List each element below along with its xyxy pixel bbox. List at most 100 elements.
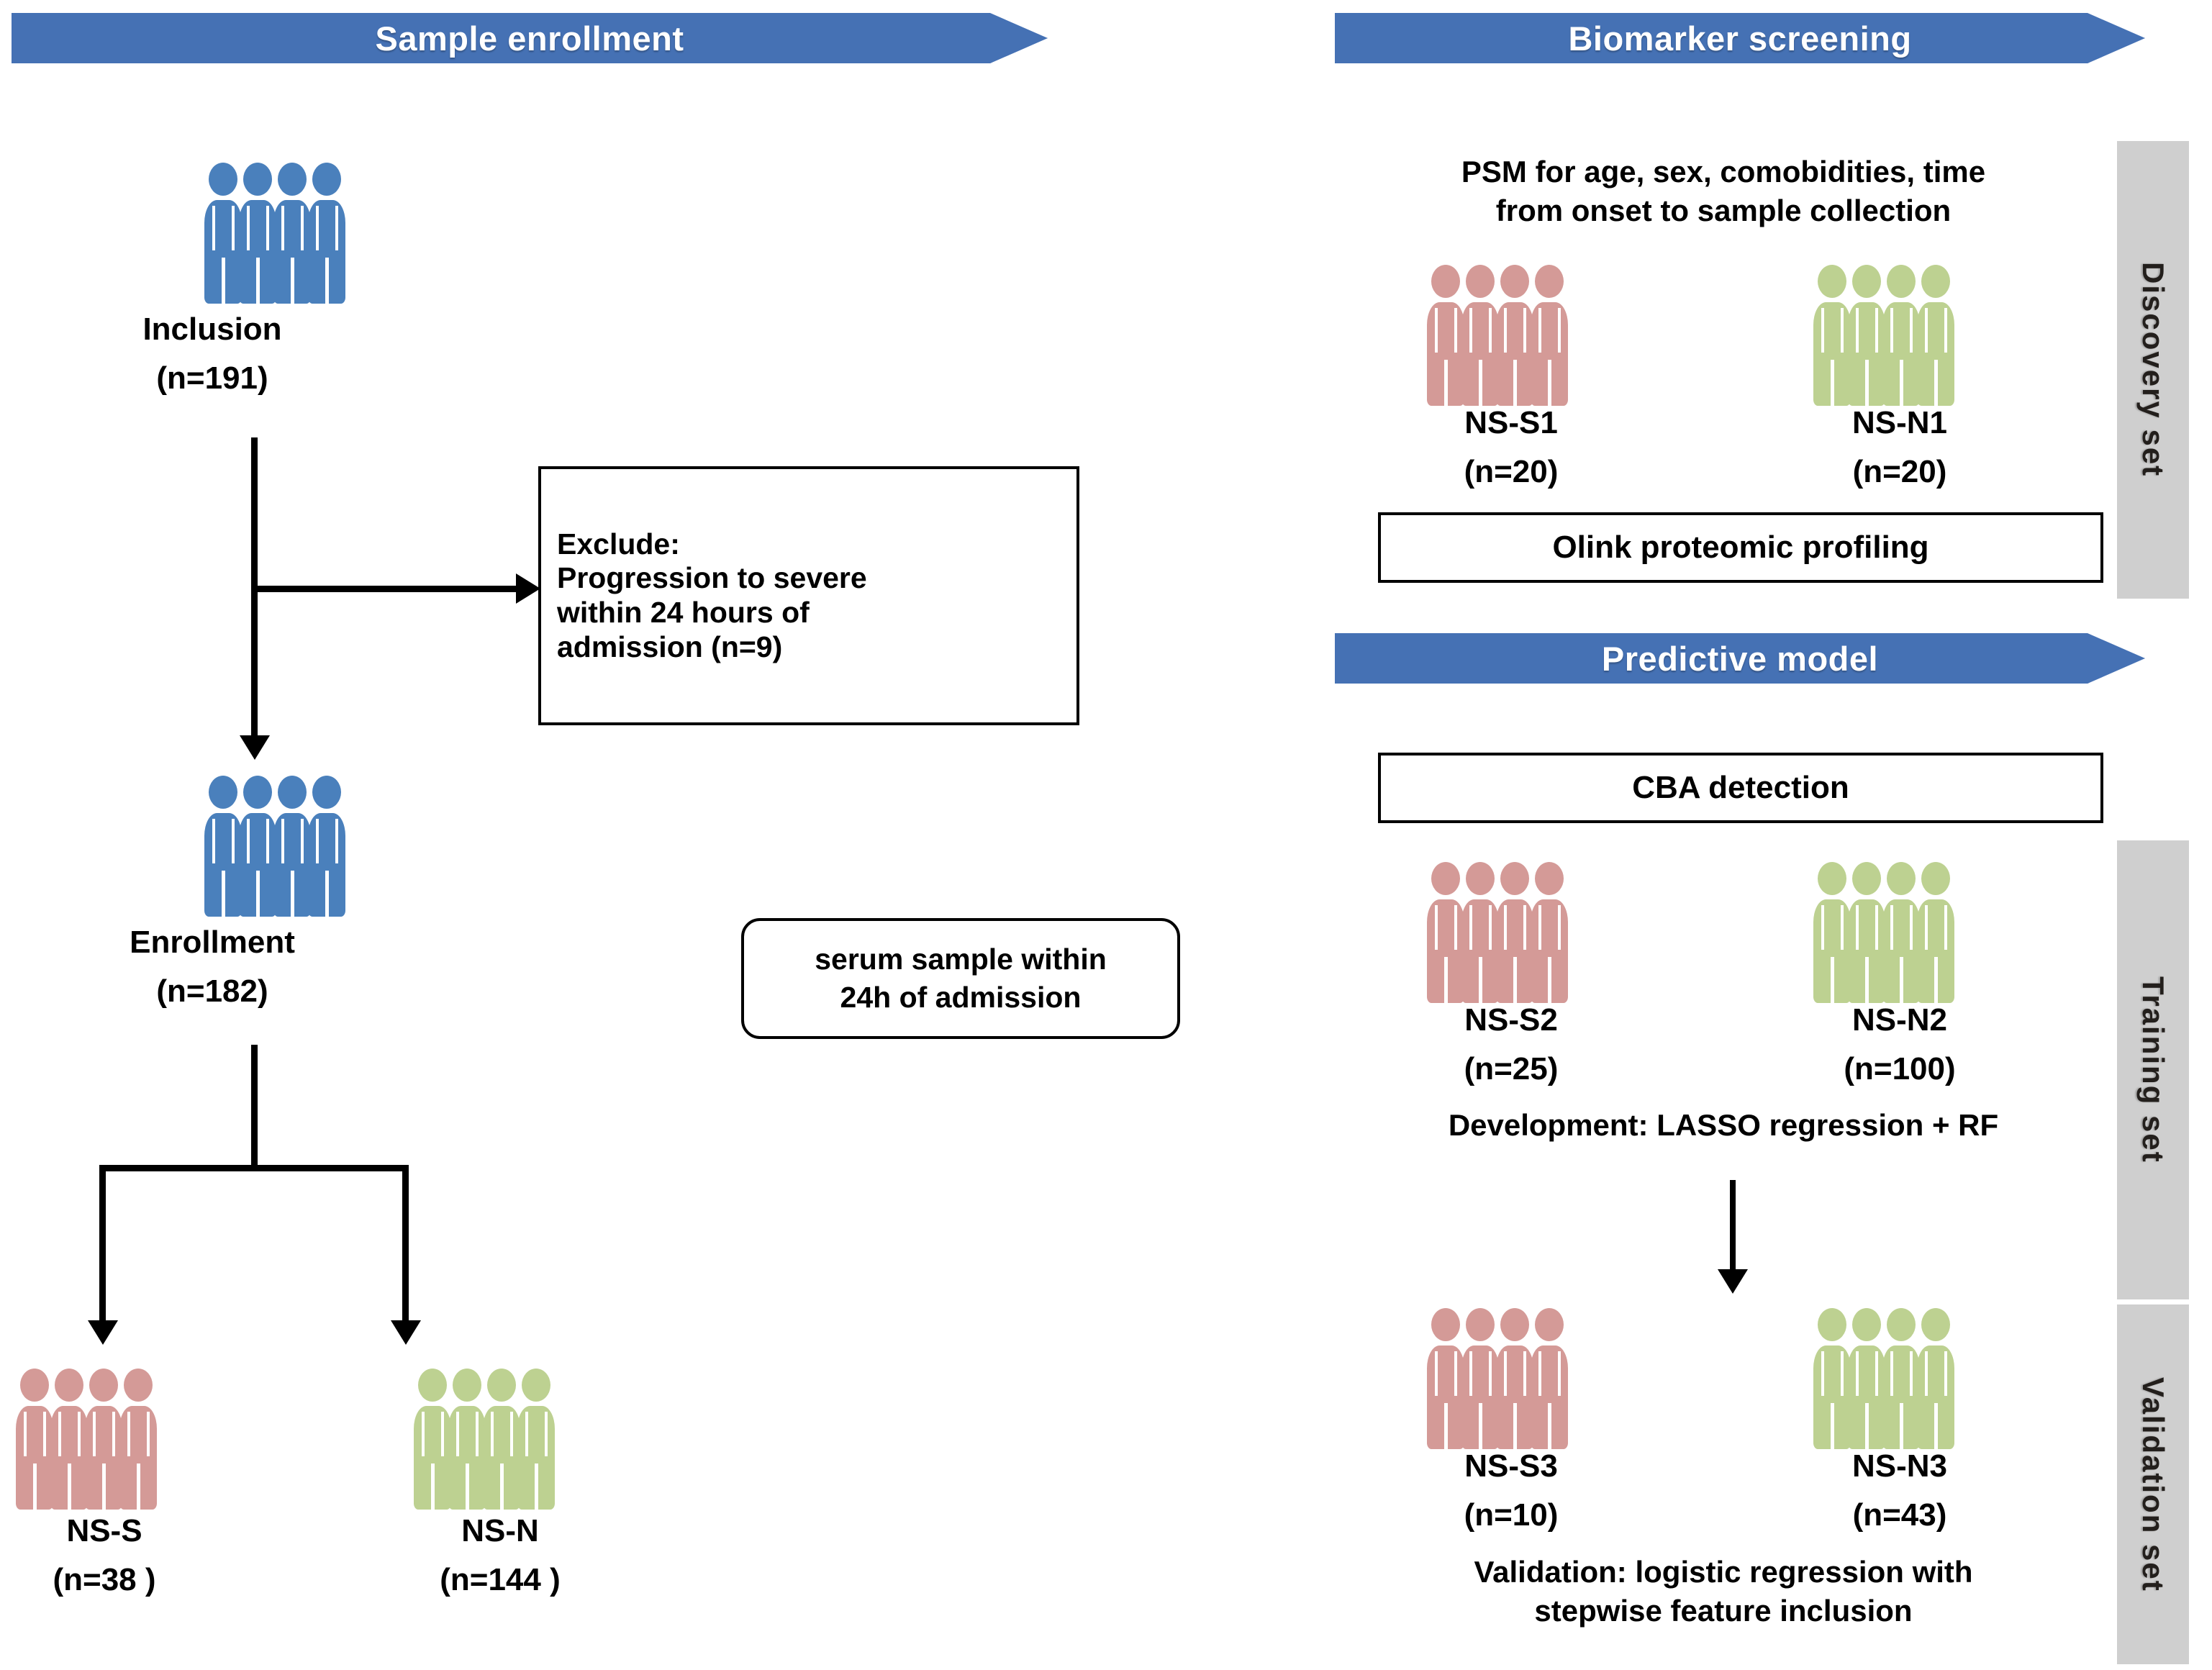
people-icon-enrollment — [204, 776, 345, 917]
banner-predictive-model: Predictive model — [1335, 633, 2145, 684]
person-head — [243, 776, 272, 809]
person-arm-gap-right — [301, 819, 304, 863]
person-arm-gap — [1890, 1351, 1893, 1396]
person-arm-gap — [212, 206, 215, 250]
inclusion-label: Inclusion — [142, 312, 282, 347]
person-arm-gap-right — [232, 819, 235, 863]
person-glyph — [85, 1369, 122, 1510]
person-leg-gap — [1865, 957, 1869, 1003]
person-glyph — [448, 1369, 486, 1510]
ns-n-count: (n=144 ) — [440, 1562, 561, 1597]
person-arm-gap — [281, 819, 284, 863]
person-leg-gap — [1548, 957, 1551, 1003]
serum-sample-note: serum sample within 24h of admission — [741, 918, 1180, 1039]
person-leg-gap — [1865, 1403, 1869, 1449]
person-leg-gap — [1548, 360, 1551, 406]
person-arm-gap-right — [1523, 905, 1526, 950]
person-leg-gap — [500, 1463, 504, 1510]
person-glyph — [308, 163, 345, 304]
person-head — [1852, 1308, 1881, 1341]
person-head — [55, 1369, 83, 1402]
person-arm-gap-right — [1944, 1351, 1947, 1396]
side-tab-discovery-set: Discovery set — [2117, 141, 2189, 599]
person-glyph — [1496, 1308, 1533, 1449]
banner-sample-enrollment: Sample enrollment — [12, 13, 1048, 63]
enrollment-count: (n=182) — [156, 974, 268, 1009]
person-arm-gap — [1469, 905, 1472, 950]
banner-sample-enrollment-label: Sample enrollment — [375, 19, 684, 58]
person-arm-gap-right — [1558, 308, 1561, 353]
person-arm-gap-right — [1454, 905, 1457, 950]
ns-s2-label: NS-S2 — [1464, 1002, 1558, 1038]
person-head — [1921, 862, 1950, 895]
person-arm-gap — [247, 206, 250, 250]
ns-n1-count: (n=20) — [1852, 454, 1947, 489]
person-arm-gap-right — [1910, 308, 1913, 353]
person-arm-gap-right — [1558, 1351, 1561, 1396]
development-note: Development: LASSO regression + RF — [1448, 1108, 1999, 1142]
person-arm-gap-right — [476, 1412, 479, 1456]
ns-n2-label: NS-N2 — [1851, 1002, 1948, 1038]
person-leg-gap — [1444, 1403, 1448, 1449]
person-glyph — [483, 1369, 520, 1510]
person-arm-gap-right — [1841, 905, 1844, 950]
banner-biomarker-screening-label: Biomarker screening — [1568, 19, 1912, 58]
inclusion-count: (n=191) — [156, 360, 268, 396]
person-arm-gap — [422, 1412, 425, 1456]
person-arm-gap-right — [1875, 905, 1878, 950]
person-leg-gap — [291, 258, 294, 304]
person-head — [1818, 1308, 1846, 1341]
person-arm-gap-right — [232, 206, 235, 250]
person-glyph — [1917, 265, 1954, 406]
person-arm-gap-right — [1489, 1351, 1492, 1396]
person-leg-gap — [1831, 360, 1834, 406]
side-tab-training-set: Training set — [2117, 840, 2189, 1299]
person-leg-gap — [1865, 360, 1869, 406]
person-leg-gap — [466, 1463, 469, 1510]
person-arm-gap-right — [1489, 905, 1492, 950]
olink-proteomic-box: Olink proteomic profiling — [1378, 512, 2103, 583]
person-leg-gap — [1900, 1403, 1903, 1449]
person-head — [209, 163, 237, 196]
person-arm-gap — [1925, 1351, 1928, 1396]
enrollment-label: Enrollment — [130, 925, 295, 960]
person-arm-gap-right — [1454, 308, 1457, 353]
person-arm-gap-right — [1910, 1351, 1913, 1396]
person-head — [1431, 265, 1460, 298]
person-leg-gap — [222, 258, 225, 304]
person-head — [487, 1369, 516, 1402]
person-glyph — [414, 1369, 451, 1510]
people-icon-ns-s3 — [1427, 1308, 1568, 1449]
exclude-box-text: Exclude: Progression to severe within 24… — [557, 527, 867, 663]
person-leg-gap — [256, 871, 260, 917]
connector-enrollment-vertical — [251, 1045, 258, 1171]
person-arm-gap — [1504, 905, 1507, 950]
person-glyph — [1848, 862, 1885, 1003]
person-head — [1921, 265, 1950, 298]
person-leg-gap — [1479, 1403, 1482, 1449]
person-glyph — [239, 163, 276, 304]
cba-detection-box-label: CBA detection — [1632, 770, 1849, 805]
person-leg-gap — [102, 1463, 106, 1510]
person-head — [20, 1369, 49, 1402]
person-glyph — [1461, 265, 1499, 406]
connector-ns-n-vertical — [402, 1165, 409, 1325]
person-glyph — [273, 163, 311, 304]
person-arm-gap-right — [545, 1412, 548, 1456]
person-arm-gap — [1504, 1351, 1507, 1396]
ns-s2-count: (n=25) — [1464, 1051, 1559, 1086]
person-arm-gap-right — [1841, 1351, 1844, 1396]
person-arm-gap — [1538, 905, 1541, 950]
ns-n3-count: (n=43) — [1852, 1497, 1947, 1533]
person-arm-gap — [316, 206, 319, 250]
person-glyph — [1427, 265, 1464, 406]
person-glyph — [1813, 862, 1851, 1003]
person-arm-gap-right — [1875, 308, 1878, 353]
person-leg-gap — [431, 1463, 435, 1510]
person-arm-gap — [1821, 1351, 1824, 1396]
person-arm-gap-right — [147, 1412, 150, 1456]
person-leg-gap — [1900, 957, 1903, 1003]
banner-predictive-model-label: Predictive model — [1601, 639, 1879, 678]
people-icon-ns-s — [16, 1369, 157, 1510]
person-arm-gap-right — [1489, 308, 1492, 353]
